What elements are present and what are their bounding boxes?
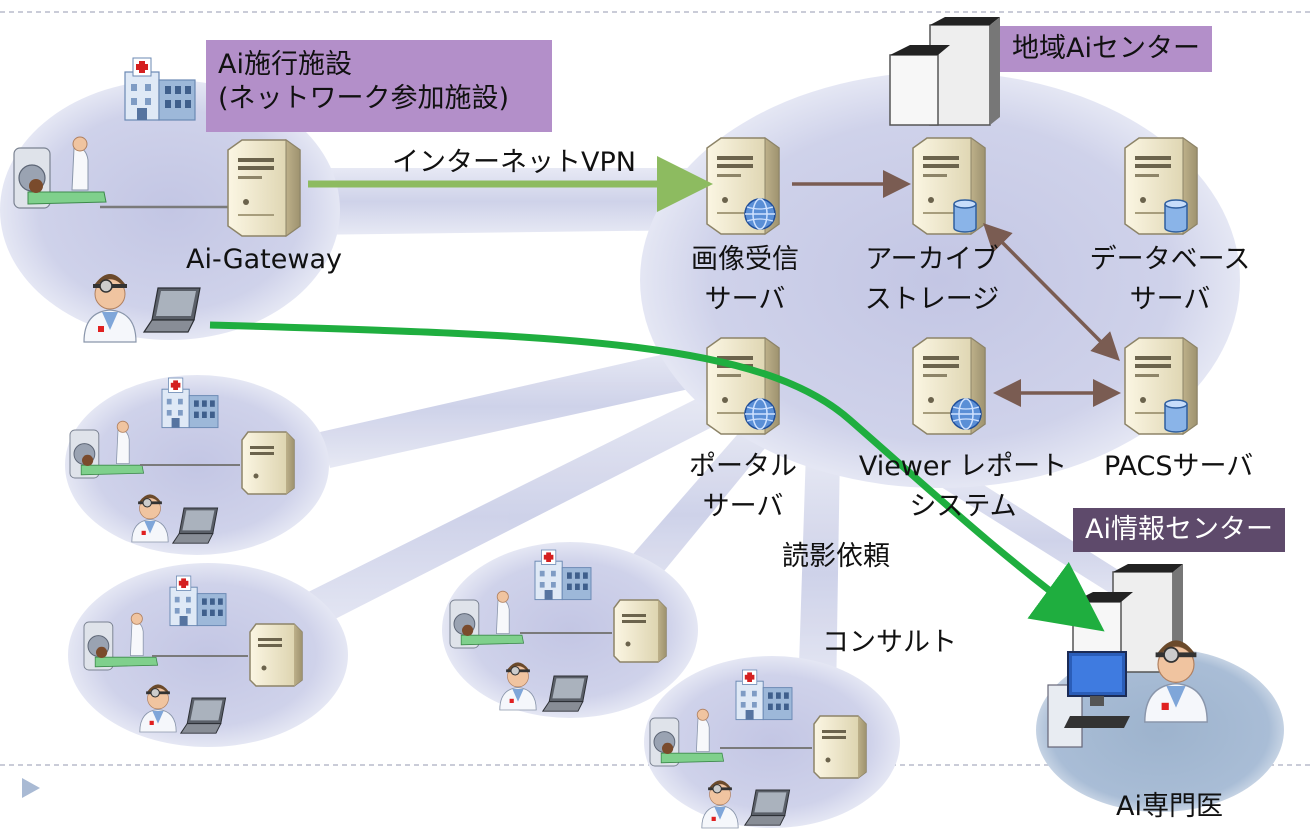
server-icon (241, 431, 295, 495)
desktop-computer-icon (1047, 651, 1130, 748)
label-line: ポータル (689, 451, 797, 482)
info-center-title-box: Ai情報センター (1073, 508, 1285, 552)
label-line: サーバ (702, 491, 784, 522)
facility-group-3 (83, 575, 303, 734)
viewer-report-label: Viewer レポート システム (850, 450, 1076, 524)
facility-title-line1: Ai施行施設 (218, 49, 352, 80)
reading-request-arrow (209, 321, 1105, 632)
label-line: Viewer レポート (858, 451, 1068, 482)
hospital-icon (124, 57, 196, 121)
link-band-1 (320, 346, 712, 468)
facility-group-2 (69, 377, 295, 544)
database-icon (1164, 399, 1188, 433)
archive-storage-label: アーカイブ ストレージ (852, 243, 1012, 317)
play-triangle-icon[interactable] (22, 778, 40, 798)
server-icon (813, 715, 867, 779)
database-icon (1164, 199, 1188, 233)
portal-server-label: ポータル サーバ (668, 450, 818, 524)
label-line: システム (909, 491, 1017, 522)
facility-ellipse-4 (442, 542, 698, 718)
link-band-4 (798, 450, 840, 698)
label-line: アーカイブ (865, 244, 999, 275)
database-server-label: データベース サーバ (1080, 243, 1260, 317)
label-line: サーバ (1129, 284, 1211, 315)
image-receive-server-label: 画像受信 サーバ (670, 243, 820, 317)
facility-title-line2: (ネットワーク参加施設) (218, 83, 510, 114)
brown-arrow-archive-pacs (983, 223, 1120, 361)
vpn-label: インターネットVPN (392, 147, 636, 178)
globe-icon (744, 398, 776, 430)
globe-icon (744, 198, 776, 230)
specialist-group (1047, 639, 1209, 748)
label-line: データベース (1089, 244, 1251, 275)
office-building-icon (889, 16, 1001, 126)
label-line: ストレージ (864, 284, 1000, 315)
pacs-server-label: PACSサーバ (1104, 451, 1254, 482)
server-icon (227, 139, 301, 237)
link-band-2 (268, 392, 726, 642)
label-line: サーバ (704, 284, 786, 315)
facility-group-4 (449, 549, 667, 712)
facility-title-box: Ai施行施設 (ネットワーク参加施設) (206, 40, 552, 132)
globe-icon (950, 398, 982, 430)
label-line: 画像受信 (691, 244, 799, 275)
consult-label: コンサルト (822, 627, 957, 658)
reading-request-label: 読影依頼 (782, 541, 890, 572)
database-icon (953, 199, 977, 233)
gateway-label: Ai-Gateway (186, 244, 342, 275)
facility-group-5 (649, 669, 867, 829)
specialist-label: Ai専門医 (1116, 791, 1223, 822)
facility-ellipse-5 (644, 656, 900, 828)
server-icon (249, 623, 303, 687)
server-icon (613, 599, 667, 663)
center-title-box: 地域Aiセンター (1000, 26, 1212, 72)
